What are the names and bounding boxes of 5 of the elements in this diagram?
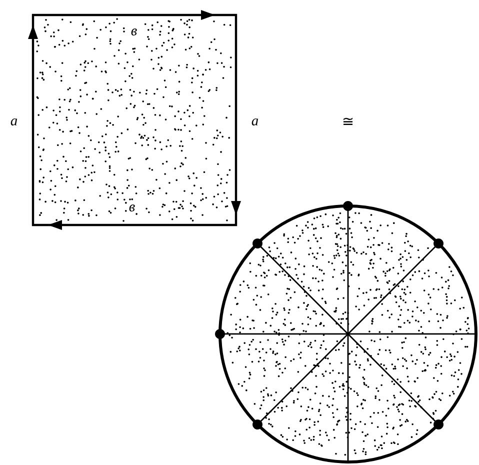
side-letter: в	[131, 28, 137, 36]
side-letter: a	[252, 118, 258, 126]
side-letter: в	[129, 204, 135, 212]
congruence-sign: ≅	[344, 118, 352, 125]
side-letter: a	[10, 118, 18, 126]
